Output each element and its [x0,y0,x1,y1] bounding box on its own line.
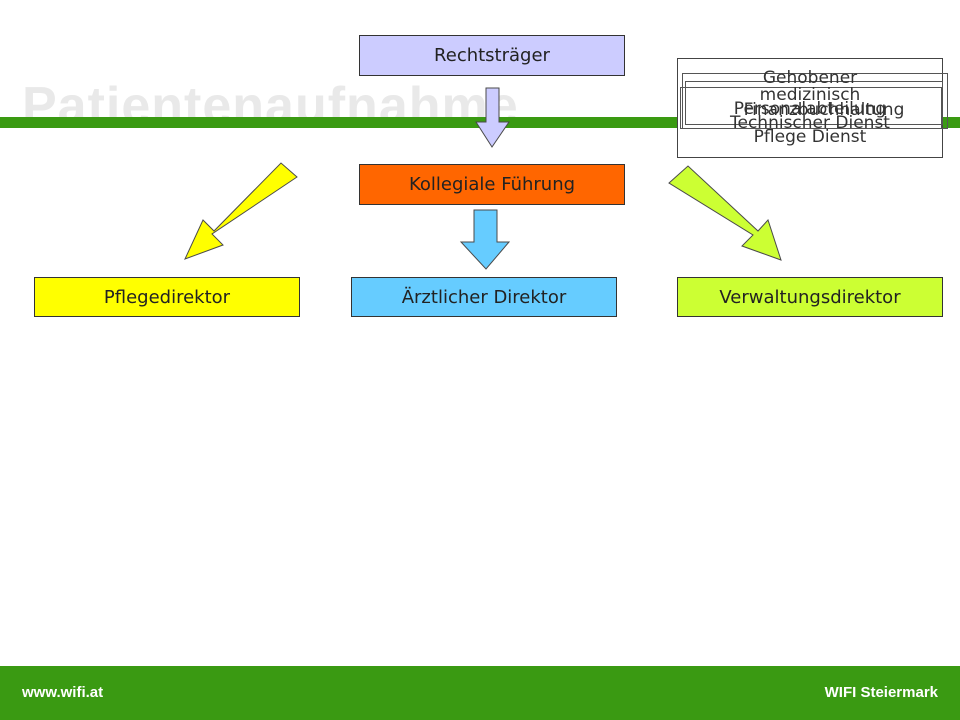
node-aerztlicher-direktor: Ärztlicher Direktor [351,277,617,317]
overlapping-text-panel: Gehobener medizinisch Personalabteilung … [677,58,948,158]
node-verwaltungsdirektor: Verwaltungsdirektor [677,277,943,317]
arrow-left-down [184,162,298,260]
arrow-center-down [459,209,511,270]
node-rechtstraeger-label: Rechtsträger [434,45,550,66]
node-aerztlicher-direktor-label: Ärztlicher Direktor [401,286,567,308]
node-verwaltungsdirektor-label: Verwaltungsdirektor [719,286,901,308]
node-rechtstraeger: Rechtsträger [359,35,625,76]
node-kollegiale-fuehrung-label: Kollegiale Führung [408,174,576,195]
panel-heading-mid: medizinisch [759,85,861,105]
footer-bar: www.wifi.at WIFI Steiermark [0,666,960,720]
panel-line-b: Finanzbuchhaltung [743,100,905,120]
footer-website-link[interactable]: www.wifi.at [22,684,104,701]
node-pflegedirektor: Pflegedirektor [34,277,300,317]
panel-heading-bottom: Pflege Dienst [753,127,867,147]
panel-frame-mid [685,81,943,125]
panel-heading-top: Gehobener [762,68,858,88]
footer-organization: WIFI Steiermark [824,684,938,701]
node-pflegedirektor-label: Pflegedirektor [103,286,231,308]
arrow-top-down [475,87,510,148]
panel-line-a: Personalabteilung [733,99,887,119]
arrow-right-down [668,165,782,261]
panel-line-c: Technischer Dienst [730,113,890,133]
node-kollegiale-fuehrung: Kollegiale Führung [359,164,625,205]
panel-frame-inner [680,87,942,129]
